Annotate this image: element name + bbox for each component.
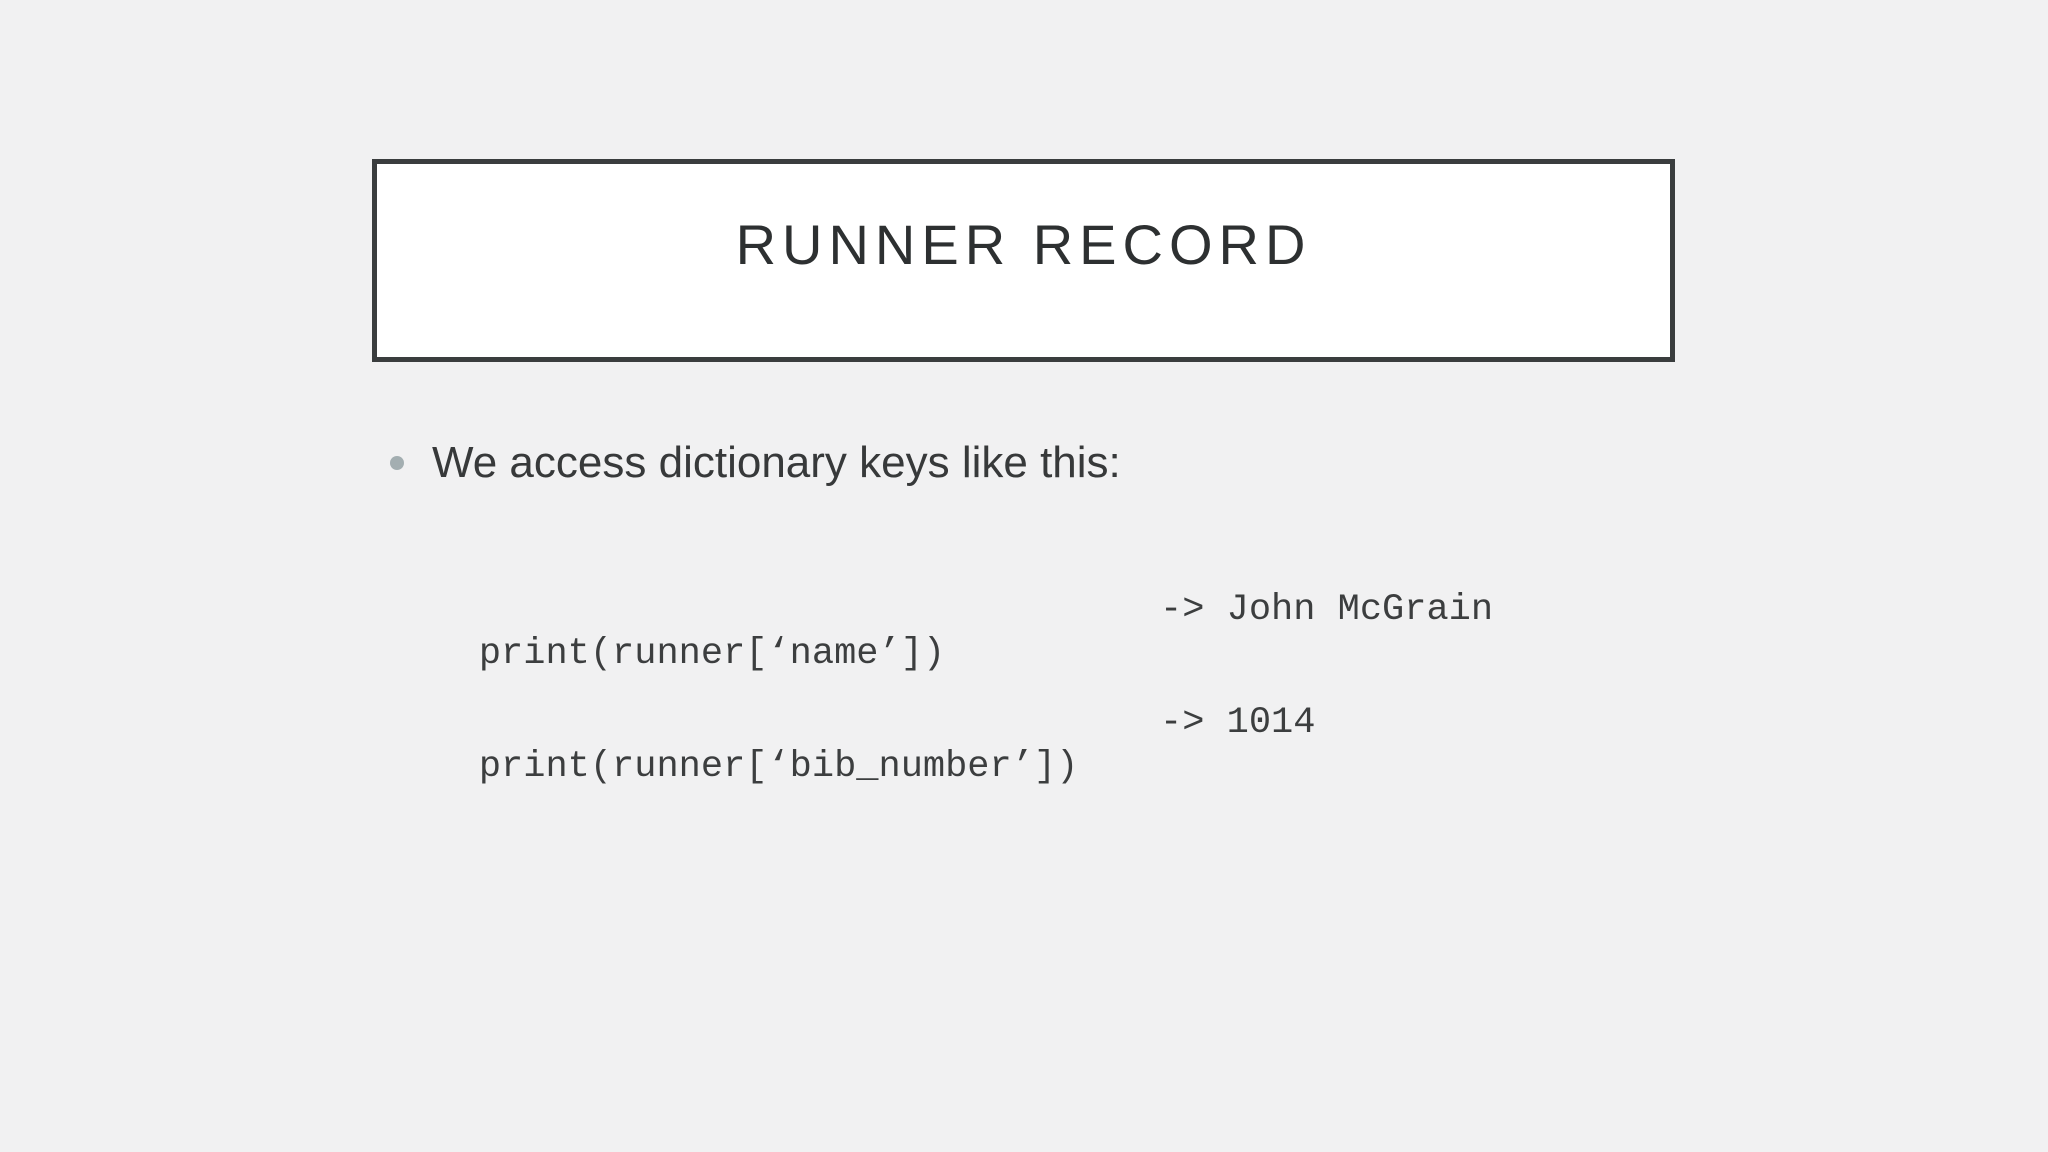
code-statement: print(runner[‘name’]) xyxy=(478,633,946,675)
title-box: RUNNER RECORD xyxy=(372,159,1675,362)
code-line: print(runner[‘bib_number’]) -> 1014 xyxy=(390,701,1316,877)
code-result: -> John McGrain xyxy=(1160,589,1494,631)
code-statement: print(runner[‘bib_number’]) xyxy=(478,746,1079,788)
slide-title: RUNNER RECORD xyxy=(735,213,1312,276)
code-result: -> 1014 xyxy=(1160,702,1316,744)
code-line: print(runner[‘name’]) -> John McGrain xyxy=(390,588,1493,764)
bullet-text: We access dictionary keys like this: xyxy=(432,438,1121,487)
bullet-dot-icon xyxy=(390,456,404,470)
bullet-item: We access dictionary keys like this: xyxy=(390,438,1121,488)
